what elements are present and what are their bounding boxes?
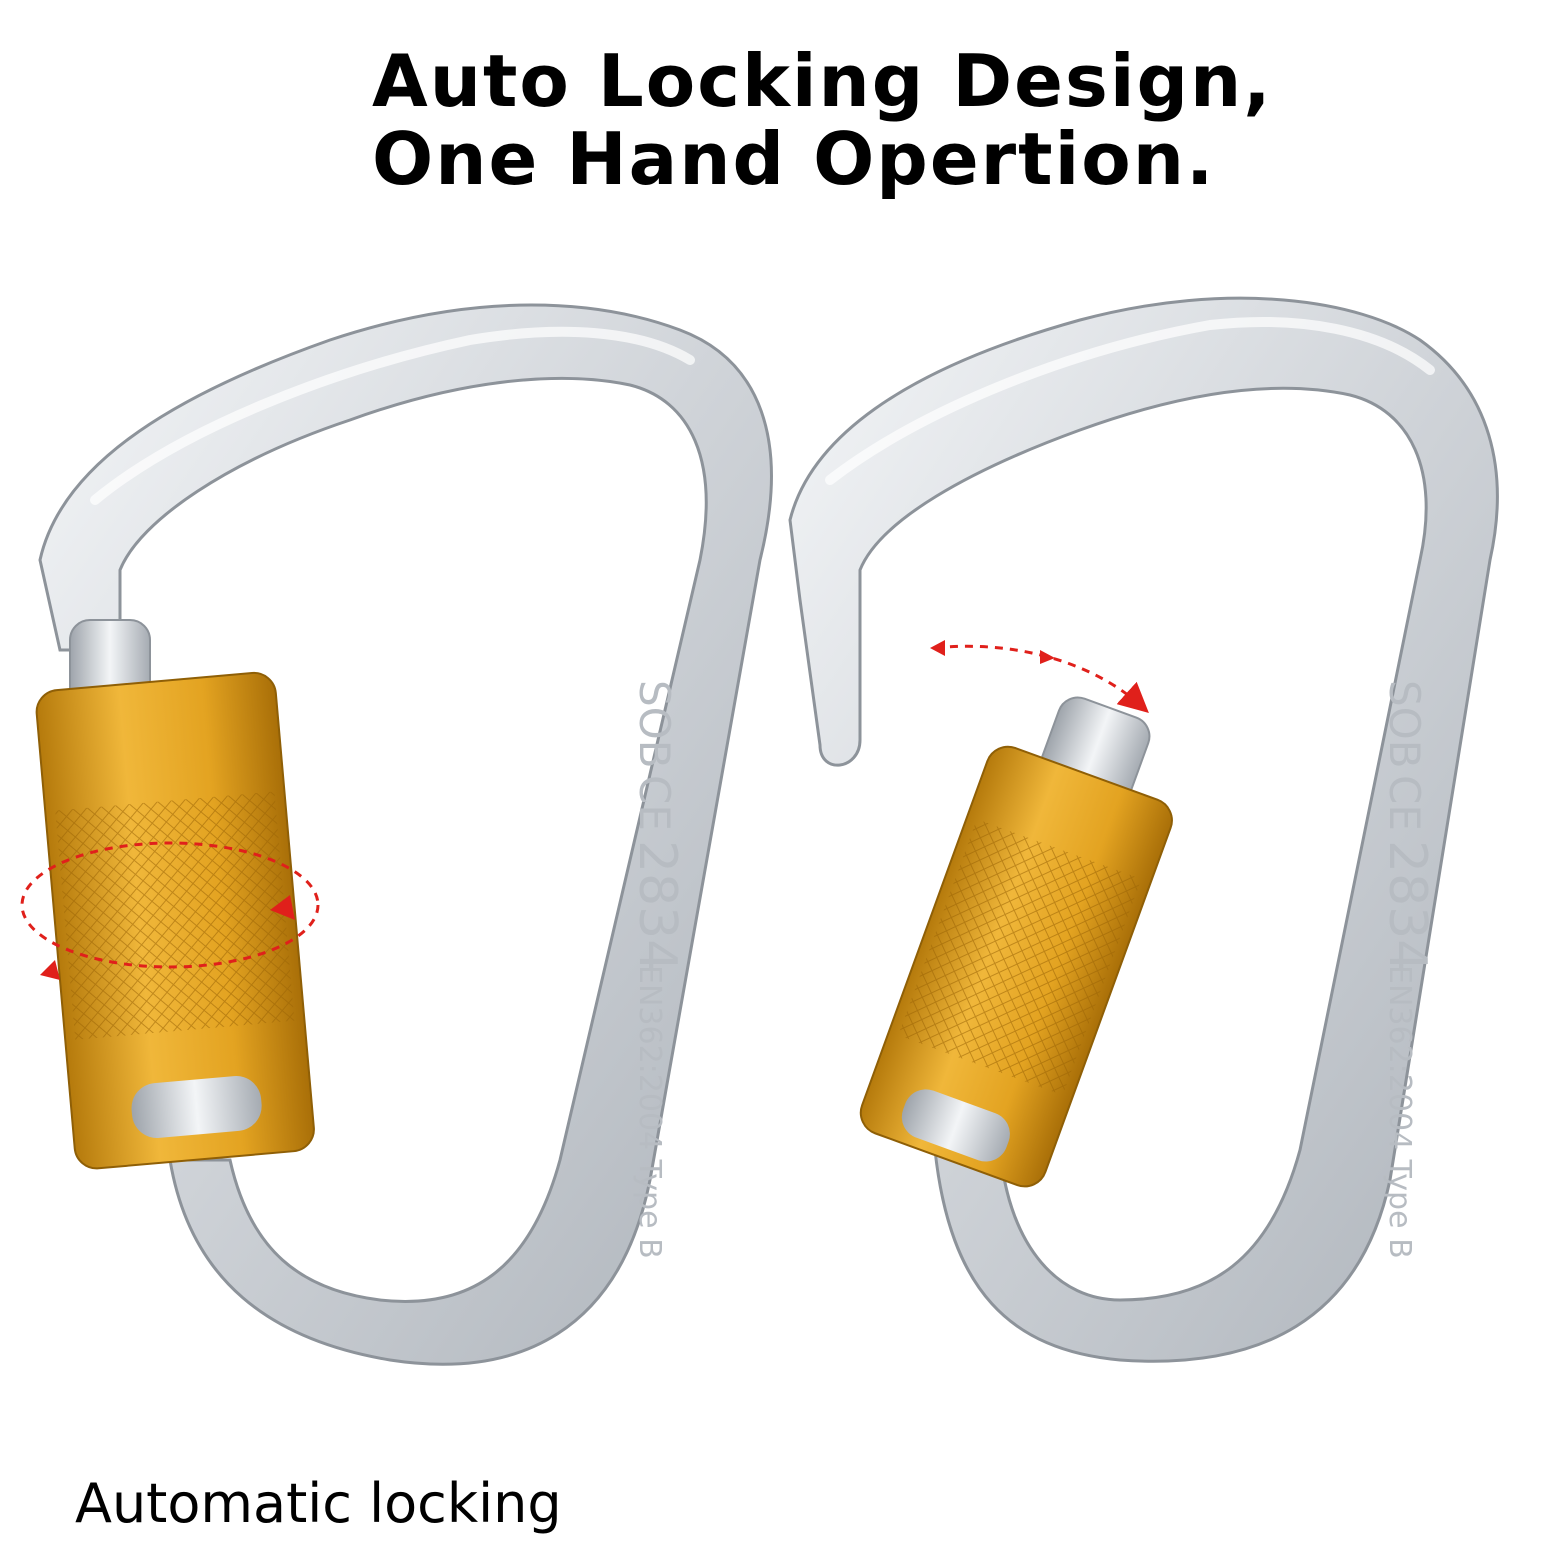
- swing-arrow-icon: [930, 640, 1149, 714]
- gate-sleeve-left: [35, 671, 315, 1170]
- engraving-number-left: 2834: [627, 840, 687, 972]
- caption: Automatic locking: [75, 1472, 562, 1535]
- carabiner-left-frame: [38, 303, 773, 1366]
- engraving-standard-left: EN362:2004 Type B: [632, 965, 667, 1259]
- headline: Auto Locking Design, One Hand Opertion.: [372, 42, 1273, 198]
- engraving-number-right: 2834: [1377, 840, 1437, 972]
- engraving-brand-left: SOB: [630, 680, 679, 769]
- gate-sleeve-right: [859, 696, 1173, 1188]
- engraving-cert-left: CE: [630, 775, 679, 831]
- carabiner-left-highlight: [90, 326, 695, 505]
- headline-line-1: Auto Locking Design,: [372, 39, 1273, 123]
- engraving-brand-right: SOB: [1380, 680, 1429, 769]
- engraving-left: SOB CE 2834 EN362:2004 Type B: [627, 680, 687, 1259]
- carabiner-right-highlight: [825, 317, 1435, 485]
- engraving-right: SOB CE 2834 EN362:2004 Type B: [1377, 680, 1437, 1259]
- headline-line-2: One Hand Opertion.: [372, 117, 1216, 201]
- carabiner-right: SOB CE 2834 EN362:2004 Type B: [788, 296, 1499, 1363]
- carabiner-left: SOB CE 2834 EN362:2004 Type B: [20, 303, 773, 1366]
- rotate-arrow-icon: [20, 841, 320, 980]
- engraving-cert-right: CE: [1380, 775, 1429, 831]
- engraving-standard-right: EN362:2004 Type B: [1382, 965, 1417, 1259]
